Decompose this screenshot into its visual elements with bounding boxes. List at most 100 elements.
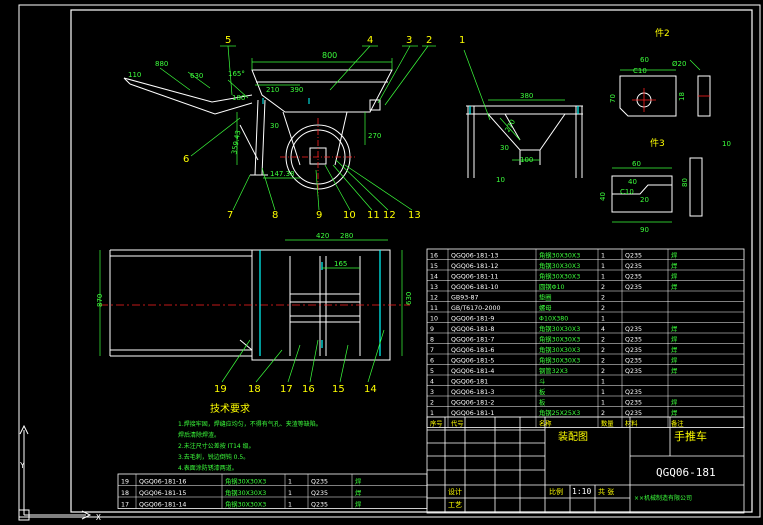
balloon-6: 6 <box>183 154 189 165</box>
dim-630: 630 <box>190 72 203 80</box>
dim-100: 100 <box>520 156 533 164</box>
dim-110: 110 <box>128 71 141 79</box>
detail-2-dim-c10: C10 <box>633 67 647 75</box>
bom-cell: 1 <box>601 389 605 396</box>
front-view <box>123 69 393 190</box>
bom-cell: 4 <box>601 326 605 333</box>
outer-frame <box>18 4 761 518</box>
left-parts-cell: 焊 <box>355 476 362 485</box>
dim-10: 10 <box>496 176 505 184</box>
bom-cell: 2 <box>601 347 605 354</box>
bom-cell: 11 <box>430 305 438 312</box>
front-view-hidden <box>262 98 310 104</box>
balloon-4: 4 <box>367 35 373 46</box>
bom-cell: Q235 <box>625 357 642 364</box>
balloon-19: 19 <box>214 384 227 395</box>
bom-cell: 焊 <box>671 366 678 375</box>
bom-cell: 焊 <box>671 355 678 364</box>
bom-cell: QGQ06-181-9 <box>451 315 494 322</box>
title-block <box>426 416 745 514</box>
bom-cell: 2 <box>601 410 605 417</box>
bom-cell: Q235 <box>625 263 642 270</box>
balloon-1: 1 <box>459 35 465 46</box>
top-view-dims <box>99 239 403 356</box>
left-parts-cell: 角钢30X30X3 <box>225 499 266 508</box>
left-parts-cell: 1 <box>288 490 292 497</box>
title-maker: 设计 <box>448 487 462 496</box>
title-checker: 工艺 <box>448 501 462 509</box>
bom-cell: Q235 <box>625 336 642 343</box>
detail-2-dim-70: 70 <box>609 94 617 103</box>
bom-cell: 角钢30X30X3 <box>539 261 580 270</box>
balloon-15: 15 <box>332 384 345 395</box>
bom-cell: 板 <box>539 397 546 406</box>
dim-270: 270 <box>368 132 381 140</box>
dim-870: 870 <box>96 294 104 307</box>
bom-cell: 13 <box>430 284 438 291</box>
dim-380: 380 <box>520 92 533 100</box>
title-name: 手推车 <box>674 429 707 443</box>
left-parts-cell: QGQ06-181-14 <box>139 501 186 508</box>
title-sheets: 共 张 <box>598 487 614 496</box>
detail-2-dim-18: 18 <box>678 92 686 101</box>
left-parts-cell: 角钢30X30X3 <box>225 488 266 497</box>
bom-cell: 8 <box>430 336 434 343</box>
title-scale-label: 比例 <box>549 487 563 496</box>
bom-cell: 板 <box>539 387 546 396</box>
balloon-8: 8 <box>272 210 278 221</box>
left-parts-cell: 1 <box>288 478 292 485</box>
bom-cell: 2 <box>601 336 605 343</box>
detail-3-title: 件3 <box>650 137 665 149</box>
bom-cell: 焊 <box>671 408 678 417</box>
detail-2-title: 件2 <box>655 27 670 39</box>
bom-cell: 1 <box>601 273 605 280</box>
bom-cell: Q235 <box>625 347 642 354</box>
bom-cell: QGQ06-181-12 <box>451 263 498 270</box>
ucs-icon: Y X <box>18 424 101 522</box>
bom-cell: Q235 <box>625 399 642 406</box>
front-leaders <box>190 45 436 211</box>
balloon-13: 13 <box>408 210 421 221</box>
left-parts-cell: Q235 <box>311 490 328 497</box>
bom-header-cell: 备注 <box>671 418 684 427</box>
bom-cell: 焊 <box>671 271 678 280</box>
left-parts-cell: Q235 <box>311 501 328 508</box>
bom-cell: 1 <box>601 399 605 406</box>
bom-header-cell: 代号 <box>451 418 464 427</box>
detail-3-dim-90: 90 <box>640 226 649 234</box>
bom-cell: Q235 <box>625 326 642 333</box>
detail-3-dim-40: 40 <box>628 178 637 186</box>
bom-cell: QGQ06-181-4 <box>451 368 494 375</box>
bom-cell: QGQ06-181-11 <box>451 273 498 280</box>
left-parts-cell: 1 <box>288 501 292 508</box>
bom-cell: 角钢30X30X3 <box>539 345 580 354</box>
svg-text:X: X <box>96 513 101 522</box>
bom-cell: 2 <box>601 357 605 364</box>
bom-header-cell: 序号 <box>430 418 443 427</box>
tech-title: 技术要求 <box>210 402 250 415</box>
bom-cell: 2 <box>601 305 605 312</box>
detail-3-dim-10: 10 <box>722 140 731 148</box>
bom-cell: QGQ06-181-13 <box>451 252 498 259</box>
bom-cell: 2 <box>601 294 605 301</box>
bom-cell: 焊 <box>671 261 678 270</box>
title-category: 装配图 <box>558 430 588 443</box>
left-parts-cell: 19 <box>121 478 129 485</box>
dim-390: 390 <box>290 86 303 94</box>
bom-cell: 钢管32X3 <box>539 366 568 375</box>
balloon-2: 2 <box>426 35 432 46</box>
detail-3-dim-40-v: 40 <box>599 192 607 201</box>
bom-cell: Φ10X380 <box>539 315 568 322</box>
bom-header-cell: 名称 <box>539 418 552 427</box>
bom-cell: 1 <box>601 378 605 385</box>
left-parts-cell: QGQ06-181-15 <box>139 490 186 497</box>
balloon-9: 9 <box>316 210 322 221</box>
dim-359: 359.43 <box>230 130 242 156</box>
svg-text:Y: Y <box>20 461 25 470</box>
bom-cell: 3 <box>430 389 434 396</box>
balloon-5: 5 <box>225 35 231 46</box>
bom-cell: 1 <box>601 315 605 322</box>
dim-880: 880 <box>155 60 168 68</box>
